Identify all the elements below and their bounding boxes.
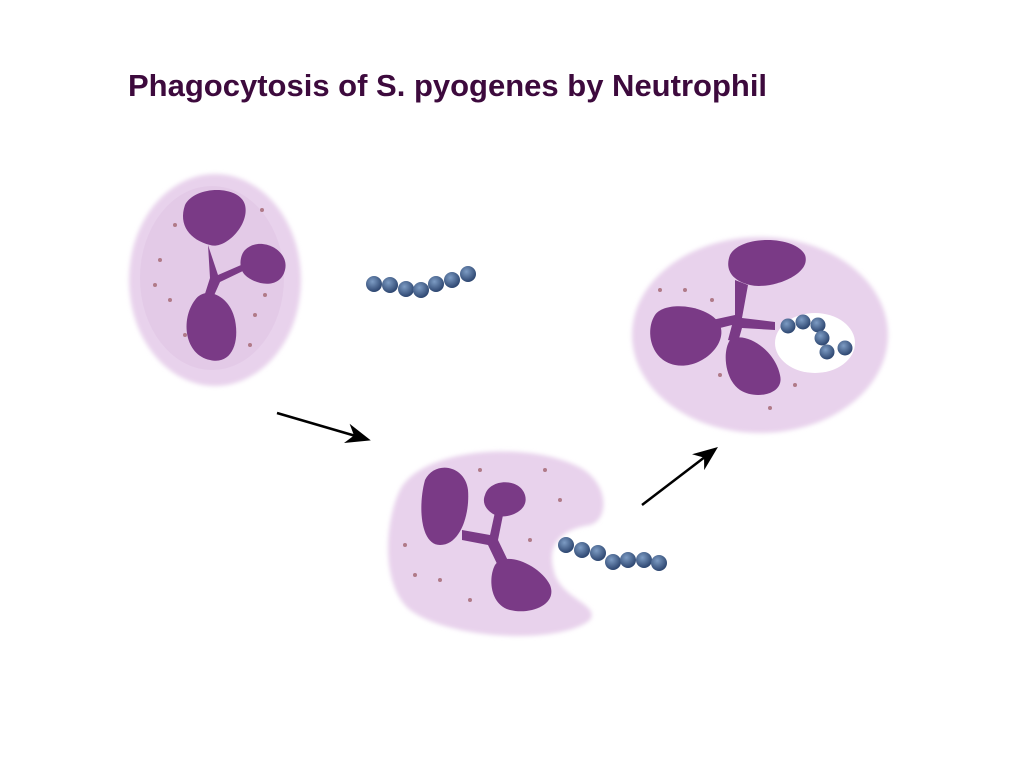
bacteria-chain: [558, 537, 667, 571]
diagram-title: Phagocytosis of S. pyogenes by Neutrophi…: [128, 68, 768, 103]
bacteria-chain: [366, 266, 476, 298]
arrow-icon: [276, 411, 371, 443]
neutrophil-resting: [129, 174, 301, 386]
neutrophil-engulfing: [388, 451, 604, 637]
nucleus: [182, 190, 286, 361]
arrow-icon: [641, 446, 718, 506]
bacteria-chain: [780, 314, 853, 360]
neutrophil-phagosome: [632, 237, 888, 433]
